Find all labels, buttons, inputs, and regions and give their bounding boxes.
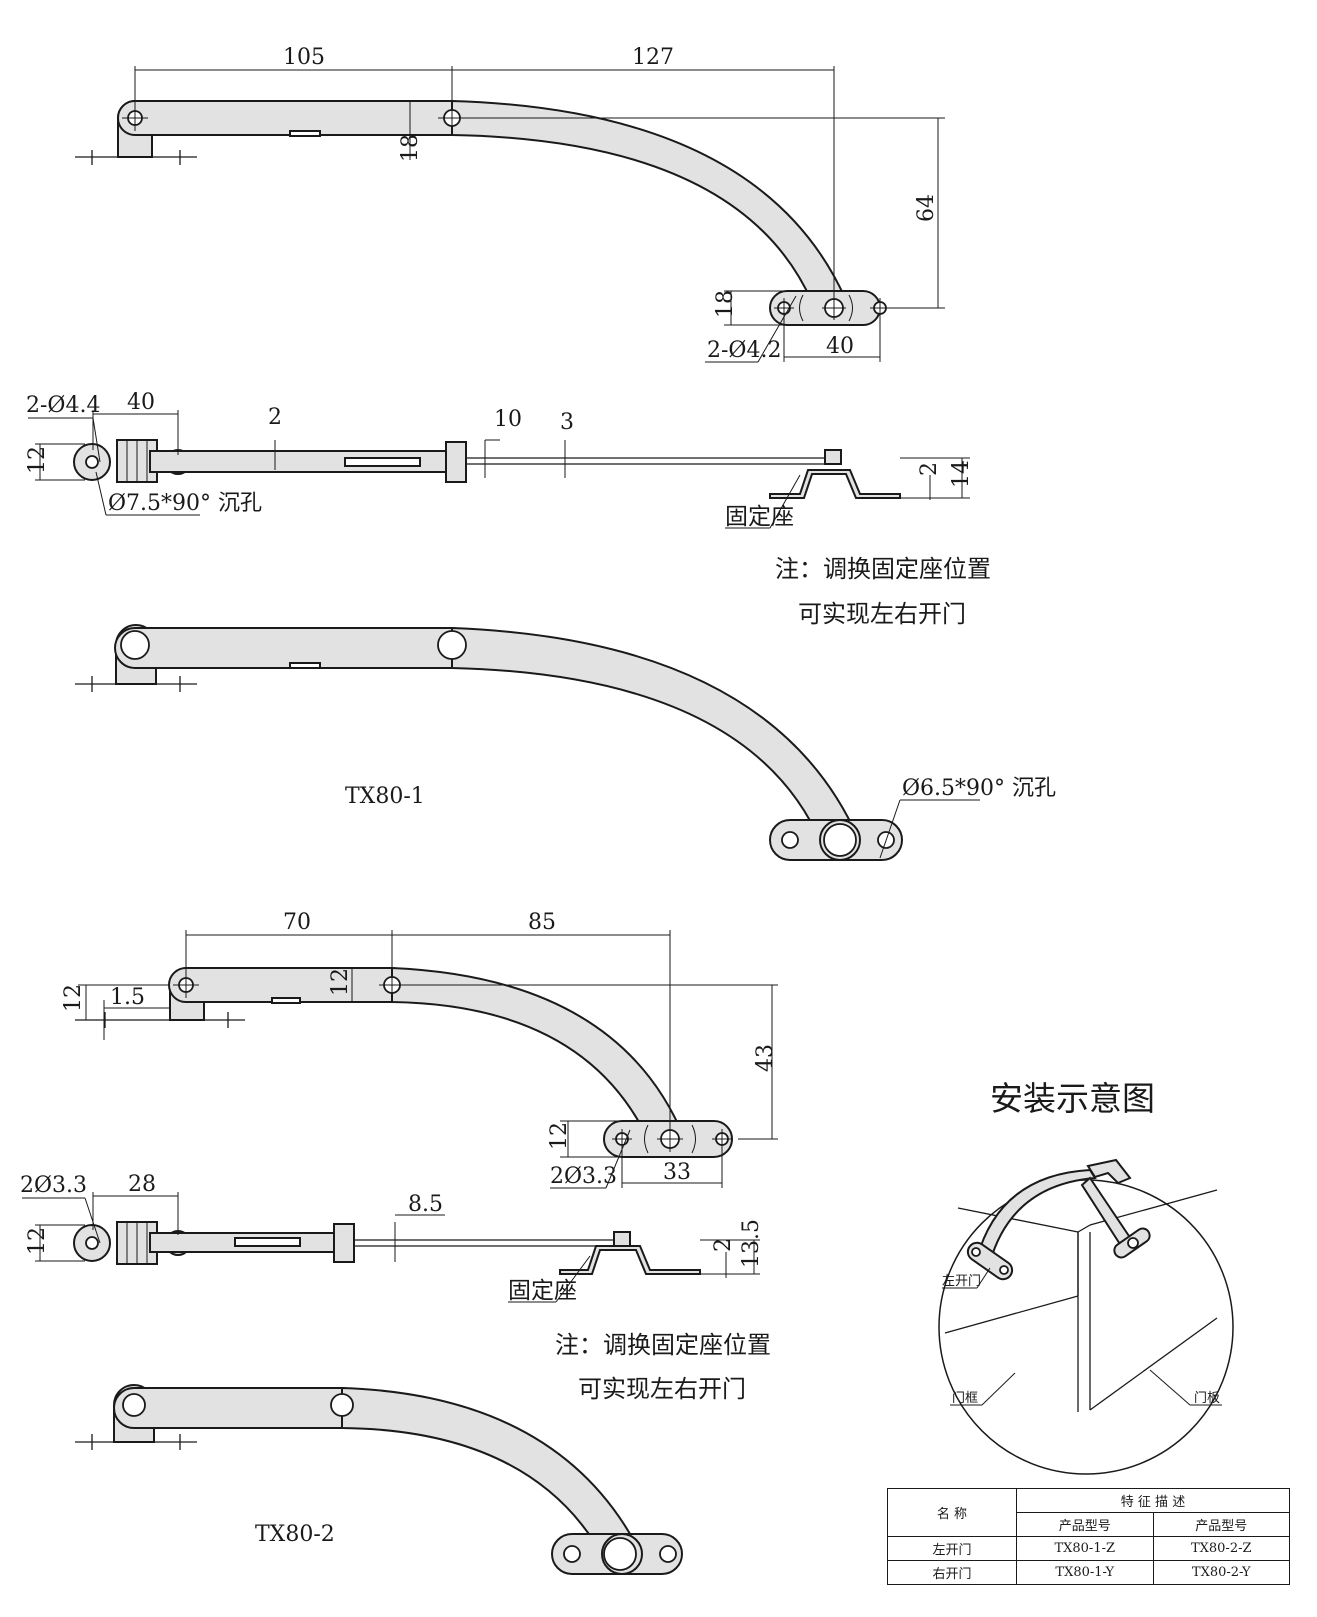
dim-40-side1: 40 [127, 390, 155, 415]
table-col2-header: 产品型号 [1152, 1512, 1290, 1537]
table-cell: TX80-1-Y [1016, 1560, 1154, 1585]
model-tx80-1: TX80-1 [345, 784, 425, 809]
dim-43: 43 [753, 1044, 778, 1072]
table-feature-header: 特 征 描 述 [1016, 1488, 1290, 1513]
dim-holes-v1: 2-Ø4.2 [707, 338, 781, 363]
dim-64: 64 [914, 194, 939, 222]
seat-label-side1: 固定座 [725, 504, 794, 530]
seat-label-side2: 固定座 [508, 1278, 577, 1304]
dim-13-5: 13.5 [739, 1219, 764, 1268]
dim-14-side1: 14 [949, 460, 974, 488]
view2-stay-arm [75, 624, 903, 861]
table-cell: TX80-2-Y [1152, 1560, 1290, 1585]
table-cell: 右开门 [887, 1560, 1017, 1585]
dim-40: 40 [826, 334, 854, 359]
dim-85: 85 [528, 910, 556, 935]
dim-18b: 18 [713, 290, 738, 318]
dim-70: 70 [283, 910, 311, 935]
note2-line1: 注：调换固定座位置 [555, 1331, 771, 1359]
dim-holes-side1: 2-Ø4.4 [26, 393, 100, 418]
table-row: 右开门 TX80-1-Y TX80-2-Y [887, 1560, 1290, 1585]
dim-10-side1: 10 [494, 407, 522, 432]
dim-2-side1: 2 [268, 405, 282, 430]
note1-line1: 注：调换固定座位置 [775, 555, 991, 583]
side2-dimensions: 28 2Ø3.3 12 8.5 13.5 2 固定座 注：调换固定座位置 可实现… [20, 1172, 771, 1403]
table-cell: TX80-2-Z [1152, 1536, 1290, 1561]
dim-12a: 12 [328, 968, 353, 996]
model-tx80-2: TX80-2 [255, 1522, 335, 1547]
panel-label: 门板 [1194, 1391, 1220, 1406]
left-door-label: 左开门 [942, 1274, 981, 1289]
table-cell: TX80-1-Z [1016, 1536, 1154, 1561]
note2-line2: 可实现左右开门 [578, 1375, 746, 1403]
dim-3-side1: 3 [560, 410, 574, 435]
install-diagram [938, 1158, 1234, 1475]
side1-dimensions: 40 2-Ø4.4 12 2 10 3 14 2 Ø7.5*90° 沉孔 固定座… [25, 390, 991, 628]
dim-1-5: 1.5 [110, 985, 145, 1010]
table-col1-header: 产品型号 [1016, 1512, 1154, 1537]
side2-view [73, 1221, 701, 1275]
dim-8-5: 8.5 [408, 1192, 443, 1217]
table-name-header: 名 称 [887, 1488, 1017, 1537]
dim-28: 28 [128, 1172, 156, 1197]
dim-33: 33 [663, 1160, 691, 1185]
dim-12-side2: 12 [25, 1227, 50, 1255]
csk-leader-v2 [879, 799, 901, 859]
table-row: 左开门 TX80-1-Z TX80-2-Z [887, 1536, 1290, 1561]
view3-dimensions: 70 85 12 12 1.5 43 12 33 2Ø3.3 [61, 910, 778, 1189]
note1-line2: 可实现左右开门 [798, 600, 966, 628]
csk-label-v2: Ø6.5*90° 沉孔 [902, 776, 1056, 801]
dim-127: 127 [632, 45, 674, 70]
frame-label: 门框 [952, 1391, 978, 1406]
dim-2-side2: 2 [711, 1238, 736, 1252]
table-cell: 左开门 [887, 1536, 1017, 1561]
install-title: 安装示意图 [990, 1079, 1155, 1118]
dim-12-side1: 12 [25, 446, 50, 474]
view3-stay-arm [75, 966, 733, 1158]
csk-label-side1: Ø7.5*90° 沉孔 [108, 491, 262, 516]
dim-18a: 18 [398, 134, 423, 162]
dim-holes-v3: 2Ø3.3 [550, 1164, 617, 1189]
spec-table: 名 称 特 征 描 述 产品型号 产品型号 左开门 TX80-1-Z TX80-… [887, 1488, 1290, 1585]
view1-dimensions: 105 127 18 64 18 40 2-Ø4.2 [134, 45, 945, 363]
dim-12c: 12 [547, 1122, 572, 1150]
dim-105: 105 [283, 45, 325, 70]
dim-2b-side1: 2 [917, 462, 942, 476]
dim-holes-side2: 2Ø3.3 [20, 1173, 87, 1198]
view4-stay-arm [75, 1384, 683, 1575]
side1-view [73, 439, 901, 499]
dim-12b: 12 [61, 984, 86, 1012]
